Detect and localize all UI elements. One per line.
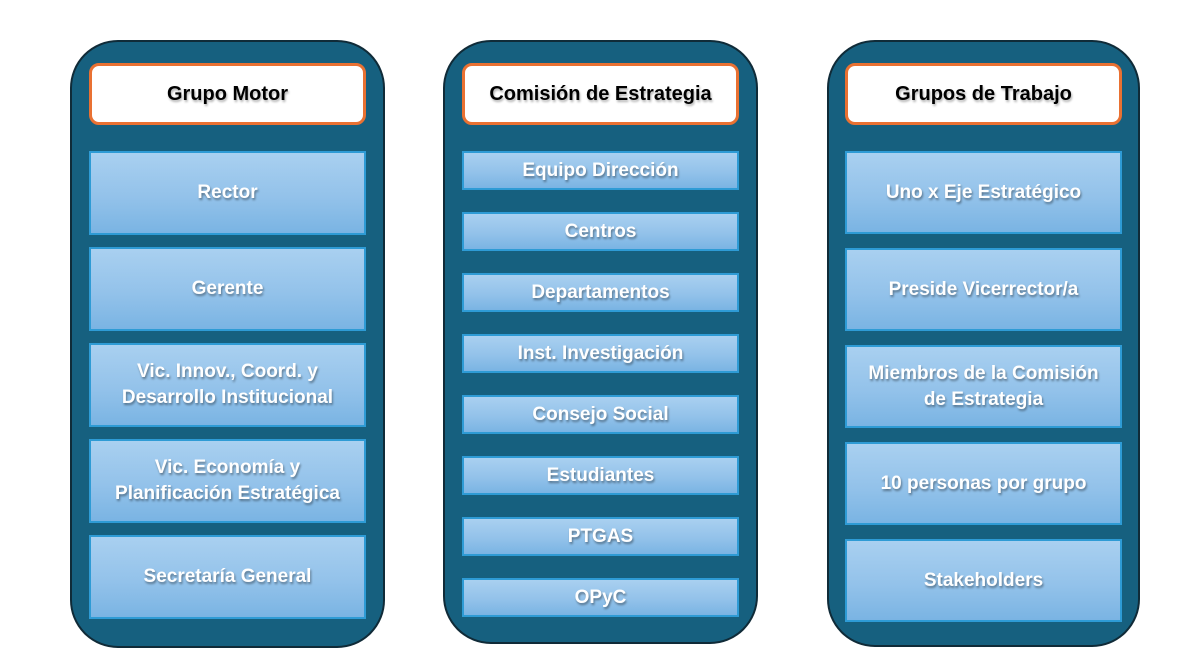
panel-item: Vic. Economía y Planificación Estratégic… [89,439,366,523]
panel-item: OPyC [462,578,739,617]
panel-item-label: Departamentos [531,281,670,303]
panel-item-label: PTGAS [567,525,634,547]
panel-item: PTGAS [462,517,739,556]
panel-item-label: Centros [564,220,637,242]
panel-header-grupo-motor: Grupo Motor [89,63,366,125]
panel-item-label: Gerente [191,278,264,300]
panel-header-grupos-de-trabajo: Grupos de Trabajo [845,63,1122,125]
panel-item-label: Rector [197,182,258,204]
panel-item: Preside Vicerrector/a [845,248,1122,331]
panel-item-label: Estudiantes [546,464,655,486]
panel-item-label: Stakeholders [923,569,1044,591]
panel-item: Miembros de la Comisión de Estrategia [845,345,1122,428]
panel-item: Estudiantes [462,456,739,495]
panel-item: Gerente [89,247,366,331]
panel-item: Centros [462,212,739,251]
panel-item: Consejo Social [462,395,739,434]
panel-item-label: Secretaría General [143,566,312,588]
panel-item-label: 10 personas por grupo [880,472,1087,494]
panel-item: Uno x Eje Estratégico [845,151,1122,234]
panel-item-label: OPyC [574,586,627,608]
panel-item: Inst. Investigación [462,334,739,373]
panel-item-label: Vic. Economía y Planificación Estratégic… [115,457,340,504]
panel-item-label: Consejo Social [532,403,669,425]
panel-item-label: Vic. Innov., Coord. y Desarrollo Institu… [121,361,334,408]
panel-item-label: Inst. Investigación [517,342,684,364]
panel-item: Secretaría General [89,535,366,619]
panel-item: Departamentos [462,273,739,312]
panel-item: Equipo Dirección [462,151,739,190]
panel-item: 10 personas por grupo [845,442,1122,525]
panel-item-label: Equipo Dirección [522,159,679,181]
panel-item: Stakeholders [845,539,1122,622]
panel-item-label: Preside Vicerrector/a [888,278,1079,300]
panel-item-label: Uno x Eje Estratégico [885,181,1082,203]
panel-item-label: Miembros de la Comisión de Estrategia [868,362,1099,410]
panel-item: Rector [89,151,366,235]
panel-item: Vic. Innov., Coord. y Desarrollo Institu… [89,343,366,427]
panel-header-comision-de-estrategia: Comisión de Estrategia [462,63,739,125]
